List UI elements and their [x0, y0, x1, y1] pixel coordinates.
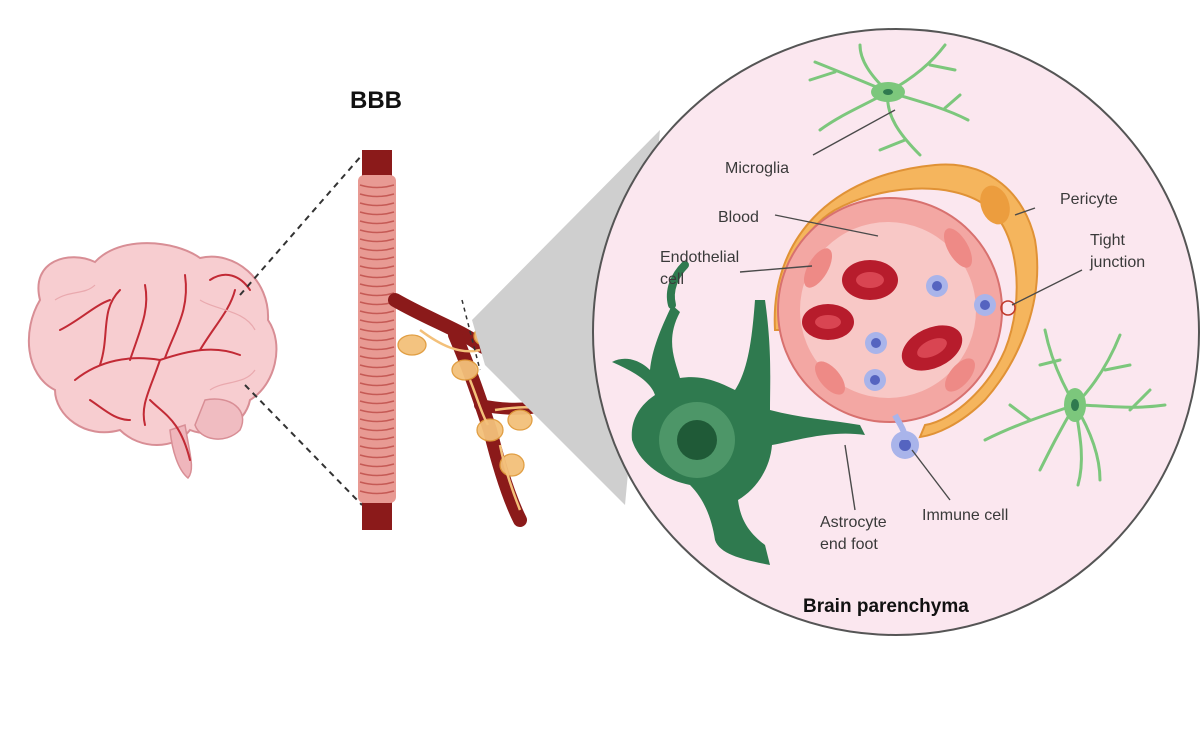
vessel-ring — [359, 265, 395, 270]
label-end-foot: end foot — [820, 536, 878, 553]
leader-lines — [739, 109, 1083, 511]
vessel-ring — [359, 454, 395, 459]
label-pericyte: Pericyte — [1060, 191, 1118, 208]
vessel-ring — [359, 193, 395, 198]
vessel-ring — [359, 472, 395, 477]
label-tight: Tight — [1090, 232, 1126, 249]
vessel-ring — [359, 202, 395, 207]
vessel-ring — [359, 418, 395, 423]
vessel-ring — [359, 319, 395, 324]
vessel-ring — [359, 373, 395, 378]
endothelial-cells — [804, 228, 975, 395]
vessel-ring — [359, 427, 395, 432]
label-junction: junction — [1089, 254, 1145, 271]
vessel-ring — [359, 463, 395, 468]
vessel-ring — [359, 229, 395, 234]
label-astrocyte: Astrocyte — [820, 514, 887, 531]
vessel-ring — [359, 220, 395, 225]
inset-circle: Microglia Blood Endothelial cell Pericyt… — [592, 28, 1200, 636]
bbb-title: BBB — [350, 87, 402, 114]
vessel-ring — [359, 274, 395, 279]
vessel-ring — [359, 382, 395, 387]
vessel-ring — [359, 391, 395, 396]
label-endothelial: Endothelial — [660, 249, 739, 266]
zoom-lines — [239, 154, 363, 506]
label-blood: Blood — [718, 209, 759, 226]
vessel-ring — [359, 238, 395, 243]
label-brain-parenchyma: Brain parenchyma — [803, 596, 969, 617]
vessel-ring — [359, 346, 395, 351]
astrocyte-cell — [612, 261, 865, 565]
vessel-ring — [359, 481, 395, 486]
label-immune-cell: Immune cell — [922, 507, 1008, 524]
vessel-ring — [359, 436, 395, 441]
vessel-ring — [359, 409, 395, 414]
label-microglia: Microglia — [725, 160, 789, 177]
vessel-ring — [359, 247, 395, 252]
vessel-ring — [359, 184, 395, 189]
vessel-ring — [359, 337, 395, 342]
brain-illustration — [27, 242, 278, 480]
vessel-ring — [359, 364, 395, 369]
vessel-ring — [359, 256, 395, 261]
vessel-ring — [359, 283, 395, 288]
red-blood-cells — [802, 260, 963, 371]
vessel-ring — [359, 400, 395, 405]
pericyte-cell — [773, 163, 1039, 439]
vessel-ring — [359, 310, 395, 315]
immune-cells — [864, 275, 996, 459]
vessel-ring — [359, 328, 395, 333]
vessel-ring — [359, 292, 395, 297]
vessel-ring — [359, 355, 395, 360]
label-endothelial-cell: cell — [660, 271, 684, 288]
vessel-ring — [359, 445, 395, 450]
vessel-ring — [359, 211, 395, 216]
vessel-ring — [359, 490, 395, 495]
